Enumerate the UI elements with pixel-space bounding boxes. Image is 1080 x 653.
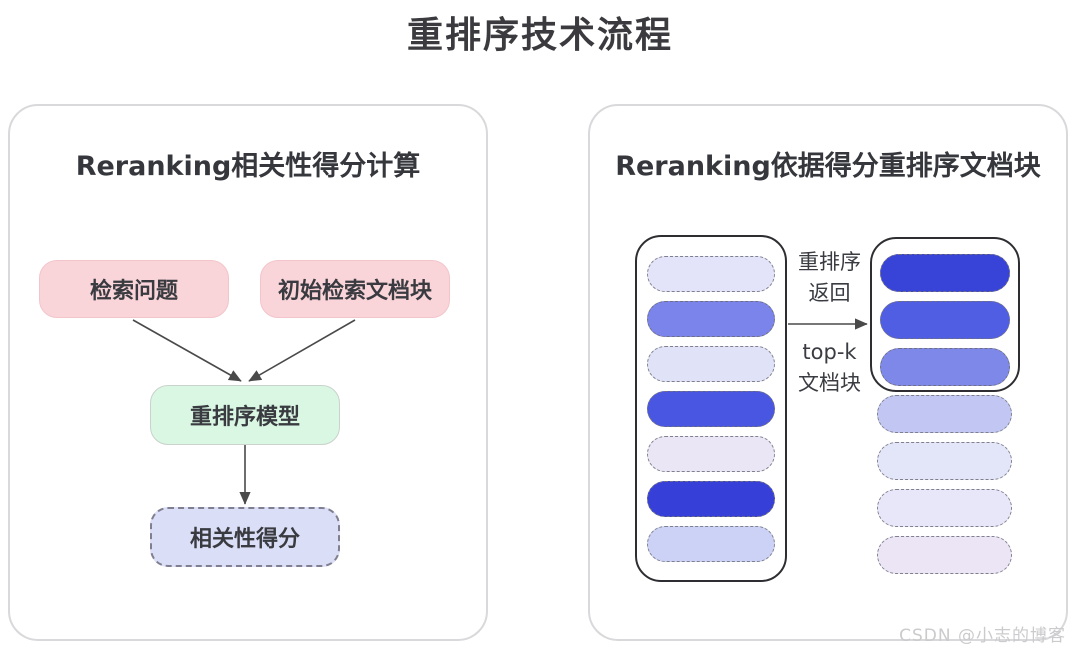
input-chunk-6 <box>647 481 775 517</box>
left-panel: Reranking相关性得分计算 检索问题 初始检索文档块 重排序模型 相关性得… <box>8 104 488 641</box>
right-panel: Reranking依据得分重排序文档块 重排序 返回 top-k 文档块 <box>588 104 1068 641</box>
topk-chunks-box <box>870 237 1020 392</box>
input-chunk-7 <box>647 526 775 562</box>
input-chunk-2 <box>647 301 775 337</box>
rerank-return-label: 重排序 返回 <box>798 250 861 305</box>
arrow-query-to-model <box>132 319 242 382</box>
topk-chunk-2 <box>880 301 1010 339</box>
remaining-chunk-2 <box>877 442 1012 480</box>
topk-chunk-3 <box>880 348 1010 386</box>
input-chunk-4 <box>647 391 775 427</box>
topk-chunk-1 <box>880 254 1010 292</box>
node-relevance-score: 相关性得分 <box>150 507 340 567</box>
node-rerank-model: 重排序模型 <box>150 385 340 445</box>
rerank-arrow-icon <box>788 318 868 330</box>
remaining-chunks-column <box>877 395 1012 574</box>
arrow-chunks-to-model <box>248 319 356 382</box>
input-chunks-box <box>635 235 787 582</box>
remaining-chunk-1 <box>877 395 1012 433</box>
left-panel-title: Reranking相关性得分计算 <box>75 151 421 182</box>
input-chunk-1 <box>647 256 775 292</box>
remaining-chunk-4 <box>877 536 1012 574</box>
right-panel-title: Reranking依据得分重排序文档块 <box>615 151 1041 182</box>
node-query: 检索问题 <box>39 260 229 318</box>
input-chunk-3 <box>647 346 775 382</box>
topk-chunks-label: top-k 文档块 <box>798 340 861 395</box>
page-title: 重排序技术流程 <box>406 15 673 56</box>
input-chunk-5 <box>647 436 775 472</box>
remaining-chunk-3 <box>877 489 1012 527</box>
watermark: CSDN @小志的博客 <box>899 626 1066 646</box>
node-initial-chunks: 初始检索文档块 <box>260 260 450 318</box>
